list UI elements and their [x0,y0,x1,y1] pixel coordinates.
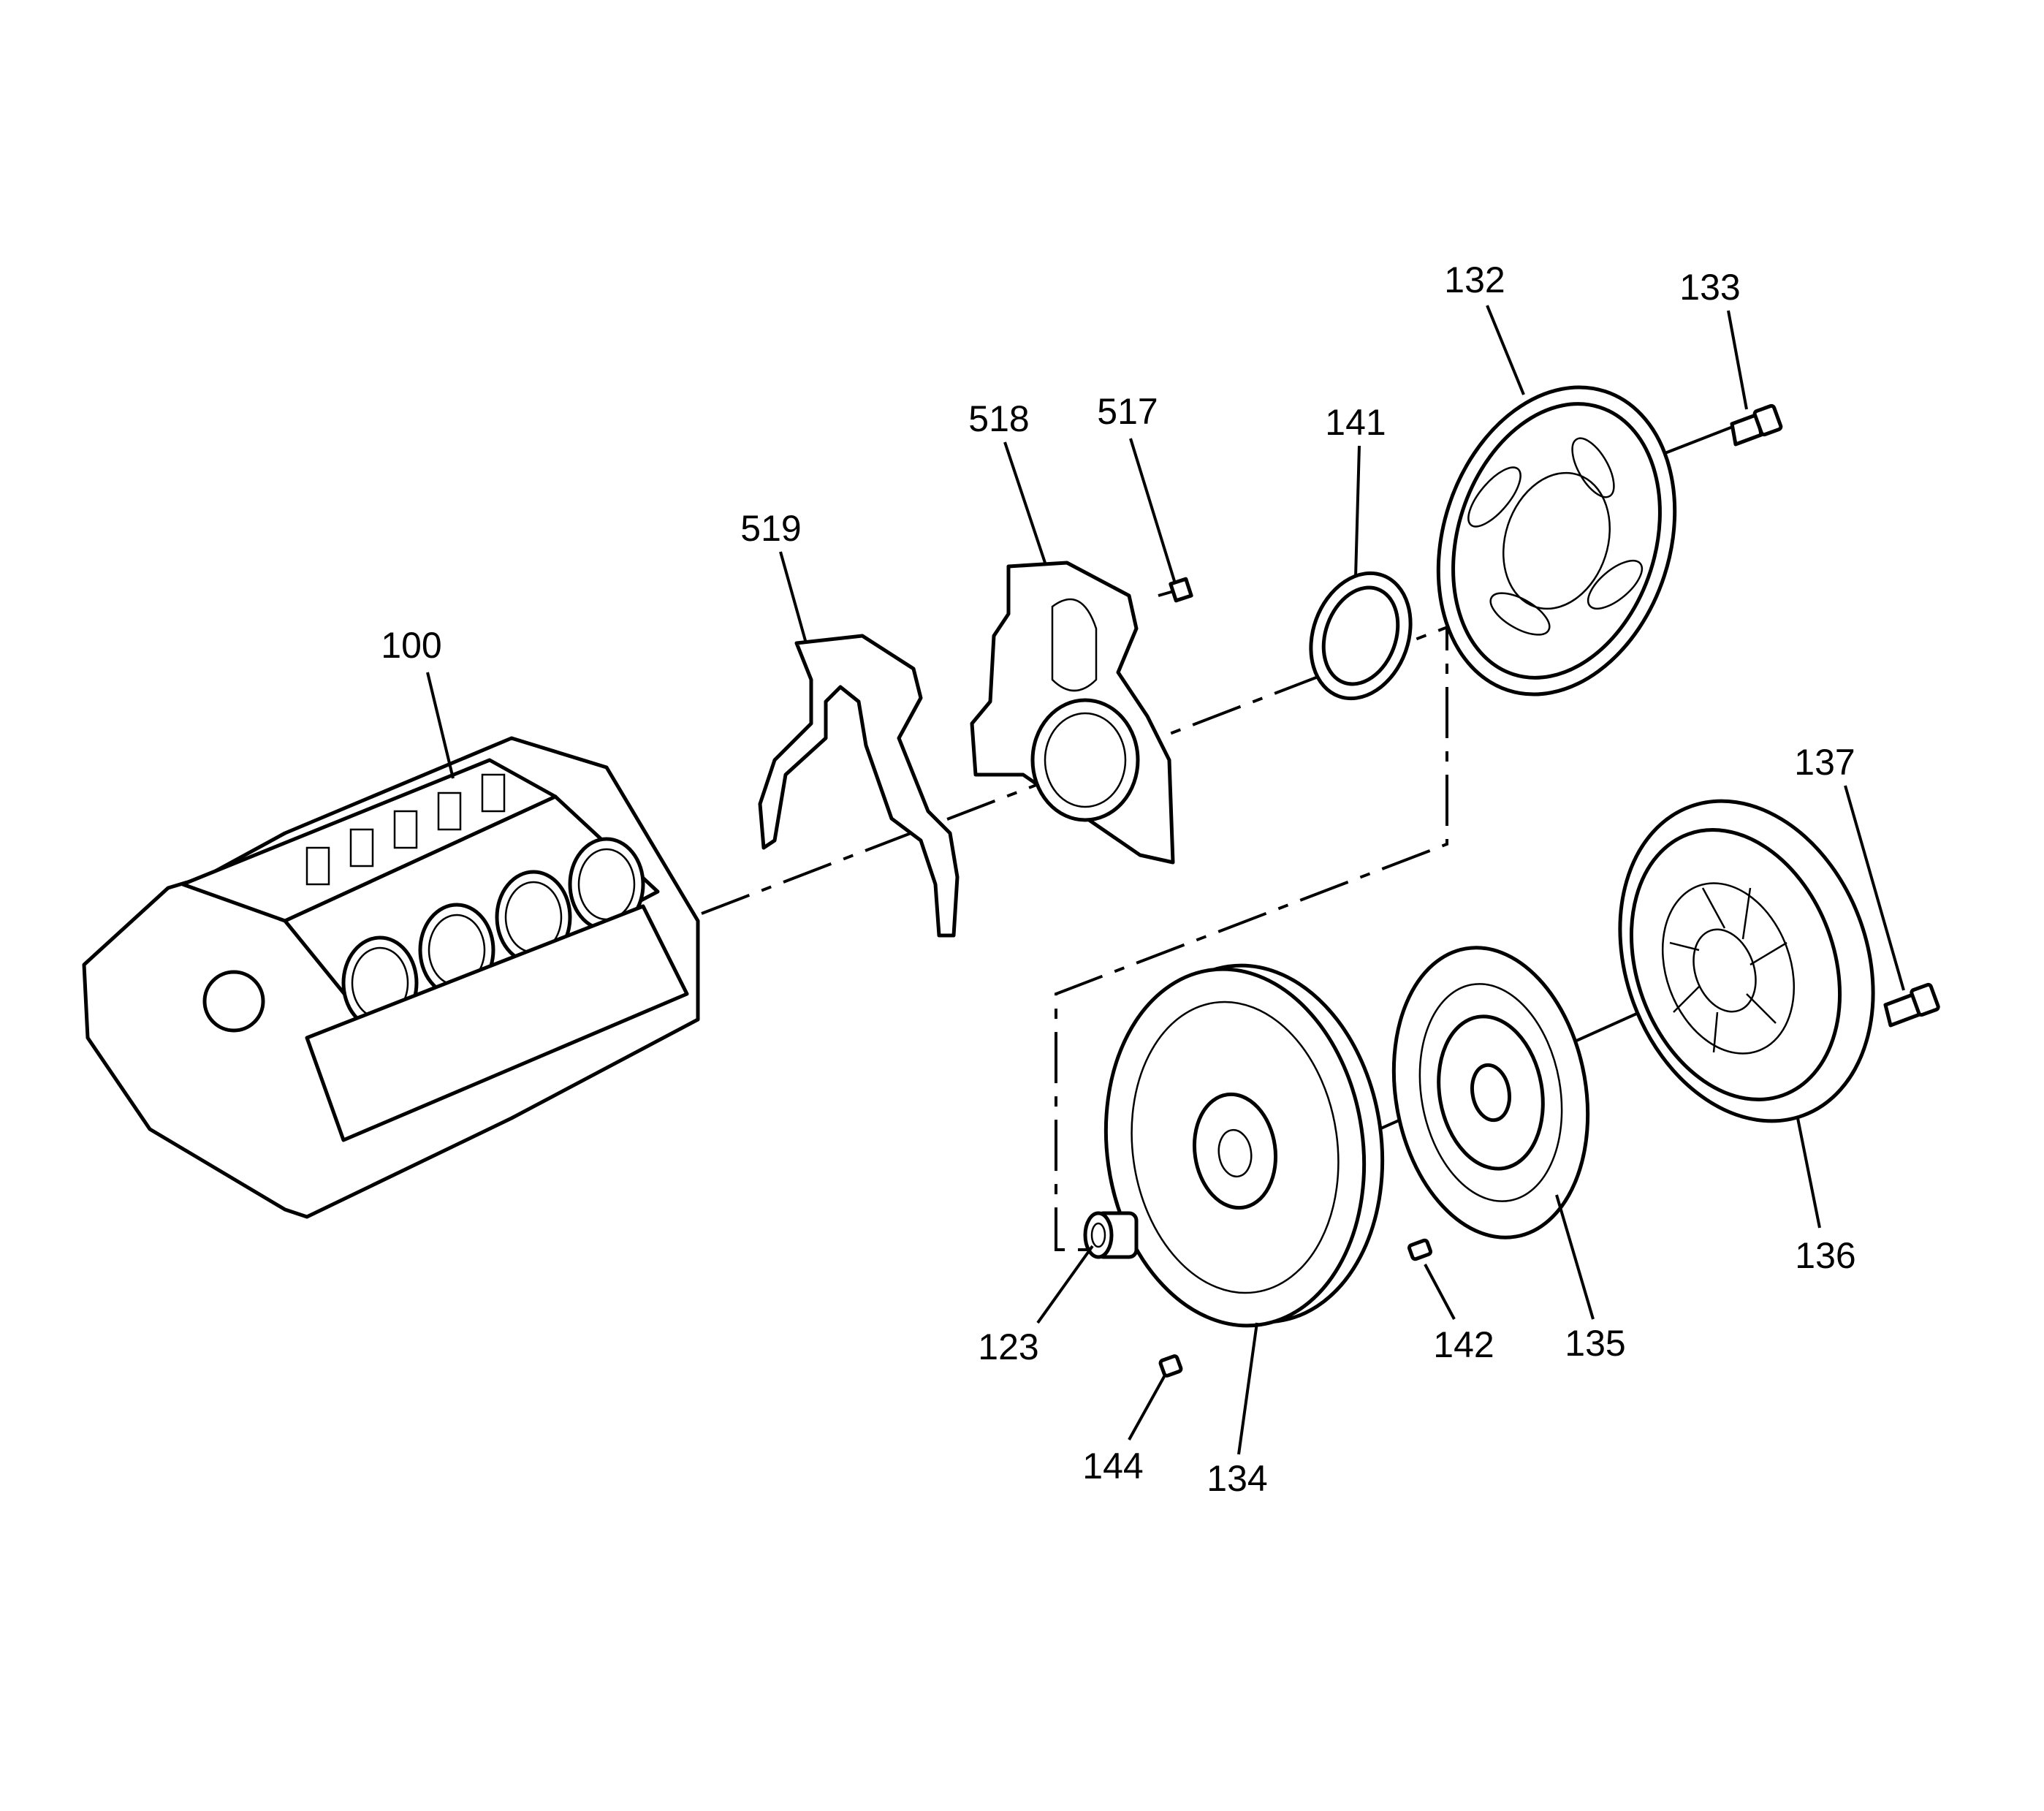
flywheel [1103,963,1385,1328]
rear-cover-gasket [758,634,960,938]
clutch-disc-hub [1470,1063,1511,1123]
leader-123 [1036,1245,1094,1324]
engine-rear-boss [202,970,265,1033]
pilot-bearing [1083,1211,1139,1259]
leader-136 [1796,1117,1821,1229]
rear-main-seal [1309,571,1413,701]
leader-134 [1237,1322,1258,1455]
bolt-133 [1730,403,1783,447]
label-137: 137 [1794,742,1855,783]
leader-518 [1003,441,1046,563]
cover-518-seal-bore-inner [1044,712,1127,808]
clutch-disc-inner-facing [1418,983,1563,1202]
leader-519 [779,551,808,644]
pilot-bearing-bore [1090,1222,1106,1248]
dowel-144 [1158,1354,1183,1378]
bolt-133-head [1752,403,1783,437]
flywheel-hub [1192,1092,1278,1210]
cover-518-seal-bore [1030,698,1140,822]
flexplate-window-4 [1489,592,1551,636]
leader-144 [1128,1373,1167,1440]
leader-142 [1424,1264,1456,1320]
leader-100 [426,672,455,779]
label-141: 141 [1325,402,1386,443]
bolt-137-head [1910,982,1940,1017]
label-100: 100 [381,625,441,666]
leader-135 [1555,1194,1595,1320]
label-134: 134 [1207,1458,1267,1499]
label-517: 517 [1097,391,1158,432]
label-136: 136 [1795,1235,1855,1276]
flywheel-friction-surface [1131,1001,1340,1294]
bolt-517 [1158,577,1193,603]
flywheel-center-bore [1217,1128,1253,1178]
leader-137 [1844,785,1905,991]
diaphragm-fingers [1669,887,1787,1053]
flexplate-window-2 [1571,437,1615,498]
cover-518-window [1051,598,1098,692]
dowel-142 [1407,1238,1433,1261]
leader-132 [1486,305,1525,395]
label-519: 519 [740,508,801,549]
rear-cover [970,561,1175,865]
flexplate-window-1 [1467,466,1521,528]
label-518: 518 [968,398,1029,439]
label-135: 135 [1565,1323,1625,1364]
label-144: 144 [1082,1446,1143,1487]
bolt-137 [1883,982,1940,1028]
engine-block [82,736,700,1219]
leader-141 [1354,445,1361,578]
pressure-plate [1618,799,1875,1123]
engine-lower-crankcase [305,904,689,1142]
engine-lifter-bosses [305,773,506,886]
gasket-519-outline [758,634,960,938]
label-123: 123 [978,1326,1038,1367]
seal-141-inner [1321,585,1400,686]
leader-133 [1727,310,1748,410]
pressure-plate-diaphragm [1661,882,1796,1055]
leader-517 [1129,438,1176,582]
pressure-plate-center [1692,928,1757,1013]
flexplate [1436,385,1677,696]
flywheel-offset-leader [1055,599,1448,1251]
flexplate-window-3 [1587,560,1644,610]
label-142: 142 [1433,1324,1494,1365]
clutch-disc [1391,946,1590,1239]
flexplate-body [1451,402,1662,680]
label-133: 133 [1679,267,1740,308]
pressure-plate-rim [1629,828,1842,1101]
label-132: 132 [1444,259,1505,300]
